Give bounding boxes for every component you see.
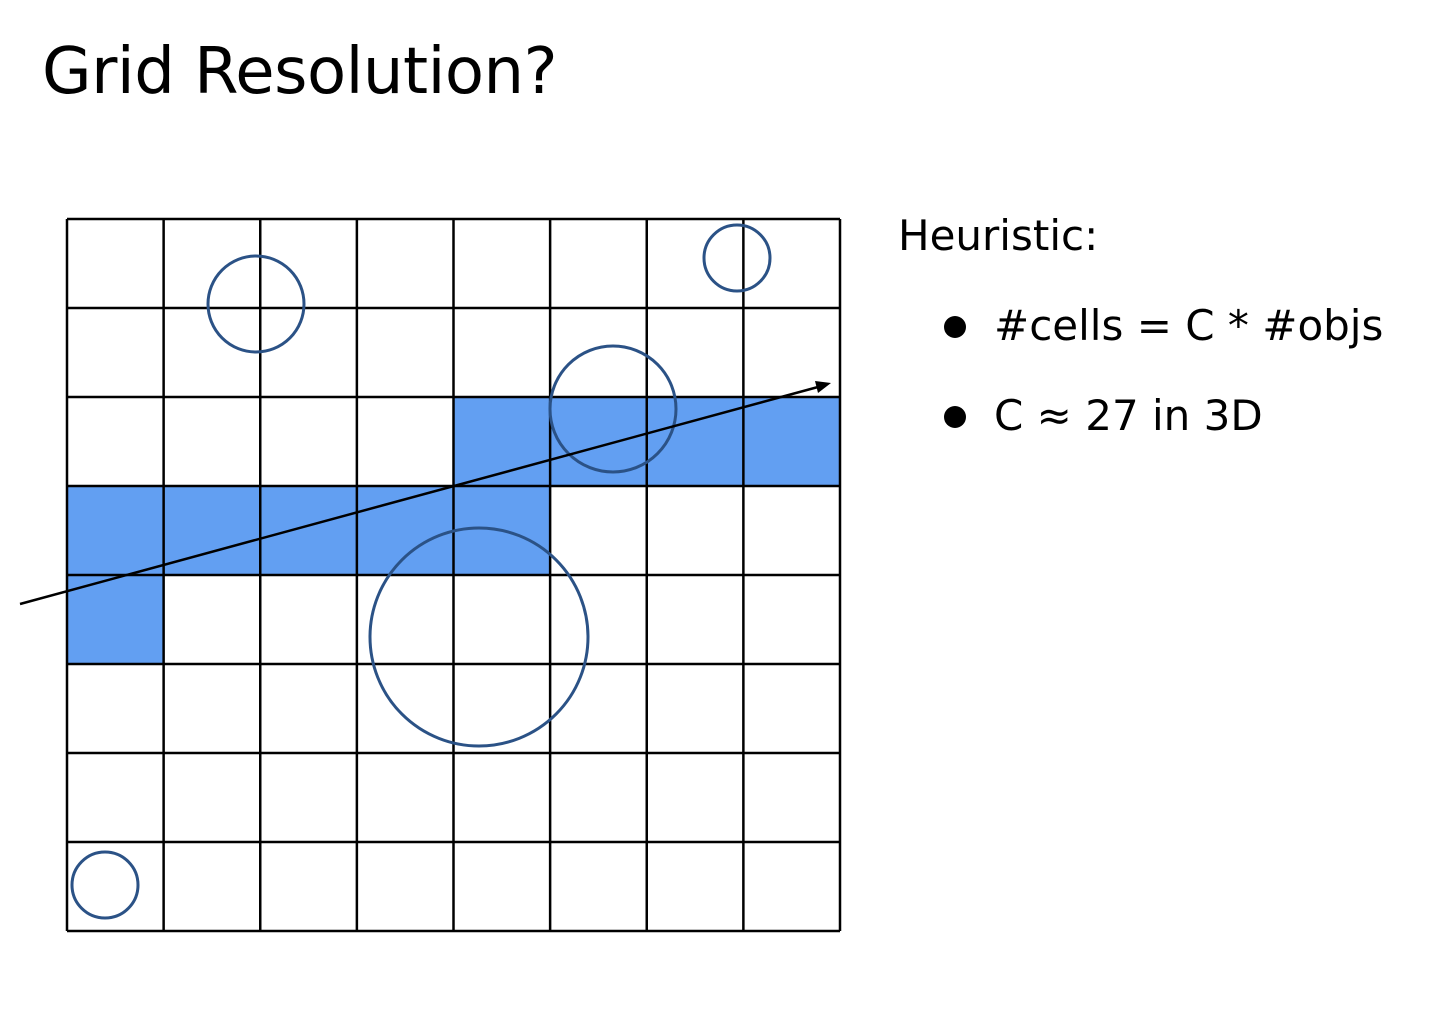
object-circle (70, 850, 140, 920)
objects (70, 223, 772, 920)
object-circle (702, 223, 772, 293)
list-item: C ≈ 27 in 3D (898, 386, 1418, 446)
slide-title: Grid Resolution? (42, 35, 558, 109)
highlighted-cell (356, 486, 454, 575)
ray-line (19, 385, 819, 606)
highlighted-cell (260, 486, 357, 575)
highlighted-cell (67, 575, 164, 664)
grid-lines (65, 217, 842, 933)
ray-arrowhead-icon (815, 381, 831, 393)
heuristic-heading: Heuristic: (898, 211, 1099, 260)
heuristic-list: #cells = C * #objs C ≈ 27 in 3D (898, 296, 1418, 446)
bullet-icon (944, 406, 966, 428)
highlighted-cell (743, 397, 840, 486)
highlighted-cell (67, 486, 164, 575)
highlighted-cell (550, 397, 647, 486)
list-item: #cells = C * #objs (898, 296, 1418, 356)
highlighted-cell (453, 397, 551, 486)
bullet-text: #cells = C * #objs (994, 301, 1384, 350)
object-circle (368, 526, 590, 748)
heuristic-panel: Heuristic: #cells = C * #objs C ≈ 27 in … (898, 206, 1418, 476)
bullet-icon (944, 316, 966, 338)
bullet-text: C ≈ 27 in 3D (994, 391, 1263, 440)
grid-diagram (19, 217, 842, 933)
object-circle (206, 254, 306, 354)
object-circle (548, 344, 678, 474)
ray (19, 381, 831, 606)
